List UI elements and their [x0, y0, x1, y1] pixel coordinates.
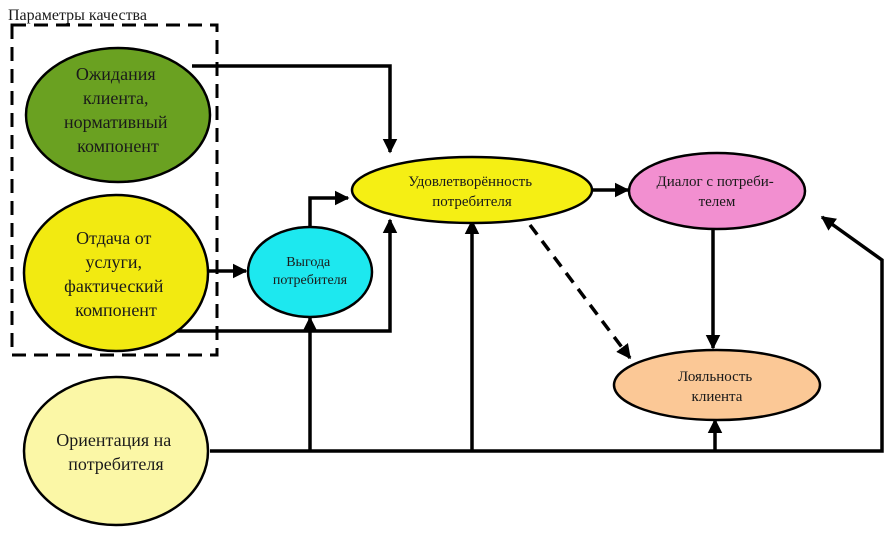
node-service-return-shape: [22, 193, 210, 353]
node-loyalty-shape: [612, 348, 822, 422]
node-dialog: Диалог с потреби- телем: [627, 151, 807, 231]
node-dialog-shape: [627, 151, 807, 231]
node-orientation: Ориентация на потребителя: [22, 375, 210, 527]
edge-satisfaction-to-loyalty-dashed: [528, 223, 632, 360]
node-loyalty-text: Лояльность клиента: [678, 369, 756, 405]
edge-expectations-to-satisfaction: [192, 64, 398, 154]
node-loyalty: Лояльность клиента: [612, 348, 822, 422]
node-benefit-shape: [246, 225, 374, 319]
node-expectations-text: Ожидания клиента, нормативный компонент: [64, 64, 172, 156]
node-satisfaction-shape: [350, 155, 594, 225]
node-orientation-text: Ориентация на потребителя: [56, 430, 176, 474]
group-label: Параметры качества: [8, 7, 147, 24]
node-dialog-text: Диалог с потреби- телем: [657, 174, 778, 210]
node-satisfaction: Удовлетворённость потребителя: [350, 155, 594, 225]
edge-orientation-baseline: [210, 215, 884, 453]
quality-parameters-group: [10, 23, 219, 357]
node-orientation-shape: [22, 375, 210, 527]
node-benefit-text: Выгода потребителя: [273, 255, 348, 288]
edge-benefit-to-satisfaction: [308, 190, 350, 232]
node-expectations: Ожидания клиента, нормативный компонент: [24, 46, 212, 184]
edge-service-to-satisfaction: [168, 218, 398, 333]
node-expectations-shape: [24, 46, 212, 184]
node-satisfaction-text: Удовлетворённость потребителя: [408, 174, 536, 210]
node-benefit: Выгода потребителя: [246, 225, 374, 319]
node-service-return: Отдача от услуги, фактический компонент: [22, 193, 210, 353]
node-service-return-text: Отдача от услуги, фактический компонент: [64, 228, 168, 320]
